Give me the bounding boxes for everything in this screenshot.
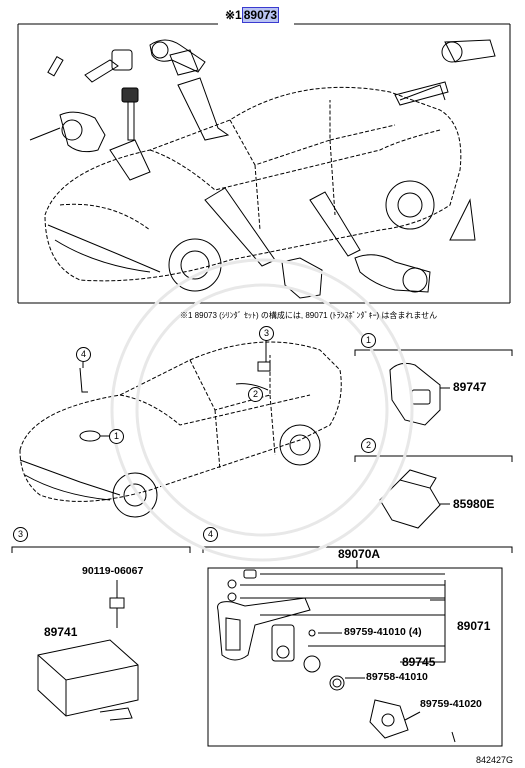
car-middle-illustration [19, 341, 342, 502]
bolt-90119-06067-label[interactable]: 90119-06067 [82, 565, 144, 577]
watermark-seal [110, 258, 414, 562]
top-frame [17, 23, 511, 304]
section4-leaders [318, 632, 421, 721]
section4-number: 4 [203, 527, 218, 542]
section3-number: 3 [13, 527, 28, 542]
transponder-key-drawing [217, 569, 456, 743]
car-top-illustration [44, 86, 462, 282]
section-brackets [11, 349, 513, 553]
callout-arrows-top [109, 49, 449, 267]
part-89741-drawing [37, 580, 139, 721]
part-85980e-drawing [379, 469, 450, 529]
car-top-wheels [47, 180, 435, 292]
car-middle-wheels [19, 361, 321, 518]
callout-4[interactable]: 4 [76, 347, 91, 362]
part-89745-label[interactable]: 89745 [402, 655, 436, 669]
part-89747-drawing [389, 362, 450, 426]
section1-number: 1 [361, 333, 376, 348]
part-89759-41020-label[interactable]: 89759-41020 [420, 698, 482, 710]
part-89741-label[interactable]: 89741 [44, 625, 78, 639]
header-part-number[interactable]: 89073 [241, 7, 280, 23]
section4-frame [207, 560, 503, 747]
part-85980e-label[interactable]: 85980E [453, 497, 495, 511]
key-parts-top [29, 39, 206, 153]
part-89071-label[interactable]: 89071 [457, 619, 491, 633]
part-89070a-label[interactable]: 89070A [338, 547, 381, 561]
assembly-note: ※1 89073 (ｼﾘﾝﾀﾞ ｾｯﾄ) の構成には, 89071 (ﾄﾗﾝｽﾎ… [180, 311, 438, 320]
part-89759-41010-label[interactable]: 89759-41010 (4) [344, 626, 422, 638]
part-89758-41010-label[interactable]: 89758-41010 [366, 671, 428, 683]
car-middle-leaders [82, 340, 267, 437]
header-mark: ※1 [225, 8, 242, 22]
diagram-code: 842427G [476, 755, 514, 765]
section2-number: 2 [361, 438, 376, 453]
part-89747-label[interactable]: 89747 [453, 380, 487, 394]
callout-3[interactable]: 3 [259, 326, 274, 341]
lock-parts-top-right [281, 39, 496, 299]
callout-1[interactable]: 1 [109, 429, 124, 444]
callout-2[interactable]: 2 [248, 387, 263, 402]
